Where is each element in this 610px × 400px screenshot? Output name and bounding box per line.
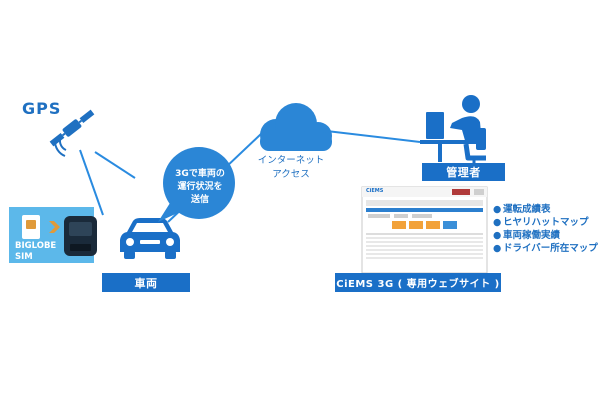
cloud-line2: アクセス xyxy=(272,169,310,180)
website-label: CiEMS 3G ( 専用ウェブサイト ) xyxy=(335,273,501,292)
cloud-text: インターネット アクセス xyxy=(236,154,346,182)
admin-icon xyxy=(420,95,486,168)
gps-to-sim-line xyxy=(79,149,104,216)
bubble-line1: 3Gで車両の xyxy=(175,169,225,179)
bubble-text: 3Gで車両の 運行状況を 送信 xyxy=(165,168,235,207)
bubble-line3: 送信 xyxy=(190,195,209,205)
vehicle-label: 車両 xyxy=(102,273,190,292)
bullet-icon: ● xyxy=(493,230,502,241)
feature-item: ●運転成績表 xyxy=(493,203,598,216)
sim-label-line2: SIM xyxy=(15,252,33,262)
feature-text: 車両稼働実績 xyxy=(503,230,561,241)
website-screenshot xyxy=(361,186,488,274)
cloud-line1: インターネット xyxy=(257,155,325,166)
bullet-icon: ● xyxy=(493,217,502,228)
satellite-icon xyxy=(49,109,95,157)
admin-label: 管理者 xyxy=(422,163,505,181)
sim-card-icon xyxy=(22,215,40,239)
feature-text: ドライバー所在マップ xyxy=(503,243,598,254)
feature-item: ●車両稼働実績 xyxy=(493,229,598,242)
transmit-bubble xyxy=(158,147,235,222)
cloud-to-admin-line xyxy=(317,129,421,143)
feature-item: ●ドライバー所在マップ xyxy=(493,242,598,255)
cloud-icon xyxy=(260,103,332,151)
sim-label-line1: BIGLOBE xyxy=(15,241,57,251)
sim-label: BIGLOBE SIM xyxy=(15,241,56,263)
car-icon xyxy=(120,218,180,259)
bubble-line2: 運行状況を xyxy=(177,182,223,192)
bullet-icon: ● xyxy=(493,243,502,254)
device-icon xyxy=(64,216,97,256)
website-logo: CiEMS xyxy=(366,188,384,194)
bullet-icon: ● xyxy=(493,204,502,215)
feature-text: ヒヤリハットマップ xyxy=(503,217,589,228)
gps-to-car-line xyxy=(94,151,136,179)
feature-item: ●ヒヤリハットマップ xyxy=(493,216,598,229)
feature-text: 運転成績表 xyxy=(503,204,551,215)
gps-label: GPS xyxy=(22,99,62,118)
feature-list: ●運転成績表 ●ヒヤリハットマップ ●車両稼働実績 ●ドライバー所在マップ xyxy=(493,203,598,255)
arrow-icon xyxy=(49,221,60,233)
